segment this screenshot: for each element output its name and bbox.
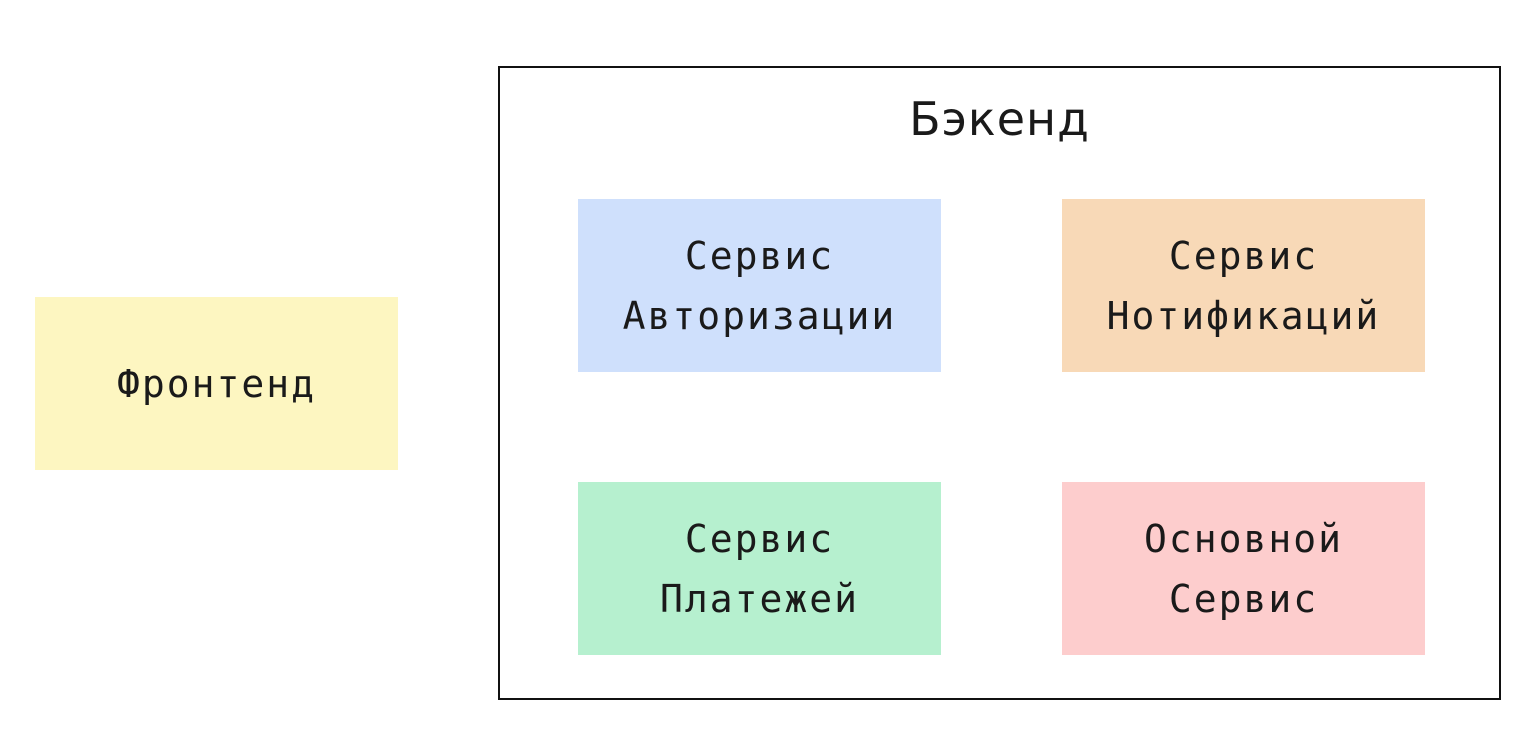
service-label-line2: Нотификаций [1106,293,1381,338]
payment-service-box: Сервис Платежей [578,482,941,655]
backend-container [498,66,1501,700]
service-label-line2: Сервис [1168,576,1319,621]
main-service-box: Основной Сервис [1062,482,1425,655]
service-label-line1: Основной [1143,516,1344,561]
notification-service-box: Сервис Нотификаций [1062,199,1425,372]
service-label-line1: Сервис [684,516,835,561]
auth-service-box: Сервис Авторизации [578,199,941,372]
frontend-box: Фронтенд [35,297,398,470]
backend-title: Бэкенд [909,92,1090,146]
service-label-line2: Авторизации [622,293,897,338]
service-label-line2: Платежей [659,576,860,621]
frontend-label: Фронтенд [116,361,317,406]
service-label-line1: Сервис [684,233,835,278]
service-label-line1: Сервис [1168,233,1319,278]
